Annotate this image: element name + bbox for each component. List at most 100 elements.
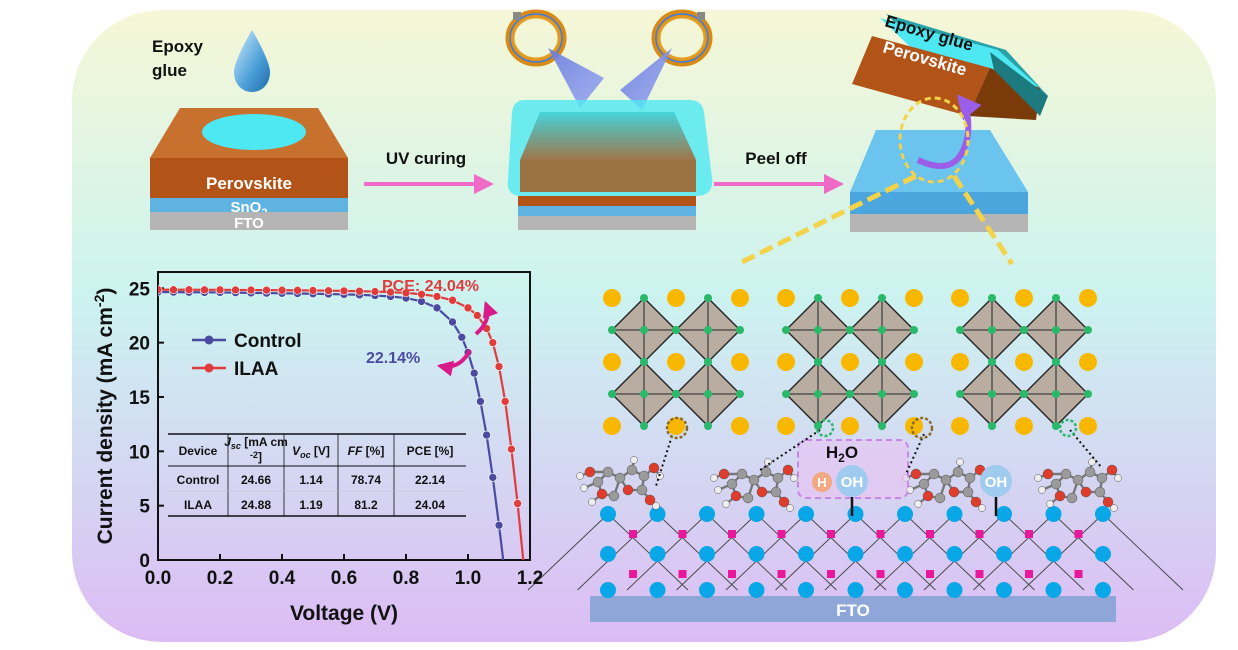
data-point-ilaa (184, 285, 194, 295)
uv-beam-left (548, 48, 604, 108)
a-site-cation (905, 417, 923, 435)
data-point-ilaa (463, 303, 473, 313)
a-site-cation (731, 353, 749, 371)
lattice-atom (1045, 546, 1062, 562)
a-site-cation (731, 417, 749, 435)
lattice-line (923, 513, 1005, 591)
cured-perovskite (518, 196, 696, 206)
x-site-anion (1052, 390, 1060, 398)
a-site-cation (1015, 353, 1033, 371)
ilaa-molecules (576, 456, 1122, 512)
lattice-atom (996, 506, 1012, 522)
molecule-atom (928, 468, 940, 480)
lattice-atom (798, 546, 814, 562)
molecule-atom (1066, 492, 1078, 504)
molecule-atom (614, 472, 626, 484)
table-cell: ILAA (184, 498, 212, 512)
interaction-line-2 (759, 429, 821, 471)
y-axis-label: Current density (mA cm-2) (91, 288, 117, 545)
table-cell: 24.88 (241, 498, 271, 512)
pce-arrow-up (474, 301, 498, 336)
molecule-atom (922, 490, 934, 502)
molecule-atom (726, 478, 738, 490)
molecule-atom (782, 464, 794, 476)
x-site-anion (846, 390, 854, 398)
x-site-anion (640, 326, 648, 334)
lattice-line (1102, 513, 1184, 591)
x-axis-label: Voltage (V) (290, 602, 398, 625)
data-point-control (432, 303, 442, 313)
legend-ilaa-label: ILAA (234, 359, 279, 380)
x-site-anion (878, 390, 886, 398)
x-site-anion (640, 422, 648, 430)
lattice-atom (897, 582, 913, 598)
lattice-line (626, 513, 708, 591)
molecule-atom (1088, 458, 1096, 466)
molecule-atom (786, 504, 794, 512)
molecule-atom (580, 484, 588, 492)
interaction-line-4 (1069, 429, 1103, 469)
zoom-line-left (736, 173, 918, 267)
a-site-cation (603, 417, 621, 435)
lattice-dopant (678, 570, 687, 578)
molecule-atom (710, 474, 718, 482)
molecule-atom (1046, 500, 1054, 508)
lattice-atom (798, 582, 814, 598)
x-site-anion (640, 390, 648, 398)
data-point-control (494, 520, 504, 530)
x-site-anion (878, 326, 886, 334)
zoom-line-right (951, 174, 1015, 266)
y-tick-label: 0 (139, 551, 150, 572)
step2-device (505, 9, 713, 230)
x-site-anion (1020, 390, 1028, 398)
molecule-atom (918, 478, 930, 490)
data-point-ilaa (494, 362, 504, 371)
lattice-line (725, 513, 807, 591)
x-site-anion (640, 294, 648, 302)
a-site-cation (603, 353, 621, 371)
lattice-atom (1095, 582, 1111, 598)
table-cell: 24.04 (415, 498, 445, 512)
molecule-atom (790, 474, 798, 482)
molecule-atom (952, 466, 964, 478)
step1-device: Epoxy glue Perovskite SnO2 FTO (150, 30, 348, 232)
data-point-ilaa (507, 444, 516, 454)
table-cell: Control (177, 473, 220, 487)
x-site-anion (988, 294, 996, 302)
data-point-ilaa (448, 295, 457, 305)
perovskite-layer (150, 158, 348, 198)
data-point-ilaa (308, 286, 318, 295)
x-site-anion (1084, 326, 1092, 334)
data-point-control (482, 430, 491, 440)
x-site-anion (704, 358, 712, 366)
lattice-atom (798, 506, 814, 522)
molecule-atom (596, 488, 608, 500)
lattice-line (874, 513, 955, 591)
data-point-ilaa (488, 338, 498, 347)
molecule-atom (1050, 478, 1062, 490)
x-site-anion (640, 358, 648, 366)
peel-off-label: Peel off (745, 149, 807, 168)
x-tick-label: 0.6 (331, 568, 357, 589)
y-tick-label: 10 (129, 442, 150, 463)
x-site-anion (814, 294, 822, 302)
molecule-atom (764, 458, 772, 466)
lattice-atom (748, 506, 765, 522)
droplet-icon (234, 30, 270, 92)
molecule-atom (1084, 466, 1096, 478)
molecule-atom (910, 468, 922, 480)
lattice-line (973, 513, 1054, 591)
lattice-atom (600, 546, 616, 562)
molecule-atom (722, 500, 730, 508)
a-site-cation (603, 289, 621, 307)
fto-lattice (527, 506, 1184, 598)
vacancy-circle-3 (910, 416, 934, 440)
lattice-atom (847, 582, 864, 598)
molecule-atom (1054, 490, 1066, 502)
x-site-anion (782, 326, 790, 334)
data-point-ilaa (472, 311, 482, 320)
a-site-cation (951, 353, 969, 371)
a-site-cation (667, 353, 685, 371)
data-point-ilaa (500, 397, 510, 406)
